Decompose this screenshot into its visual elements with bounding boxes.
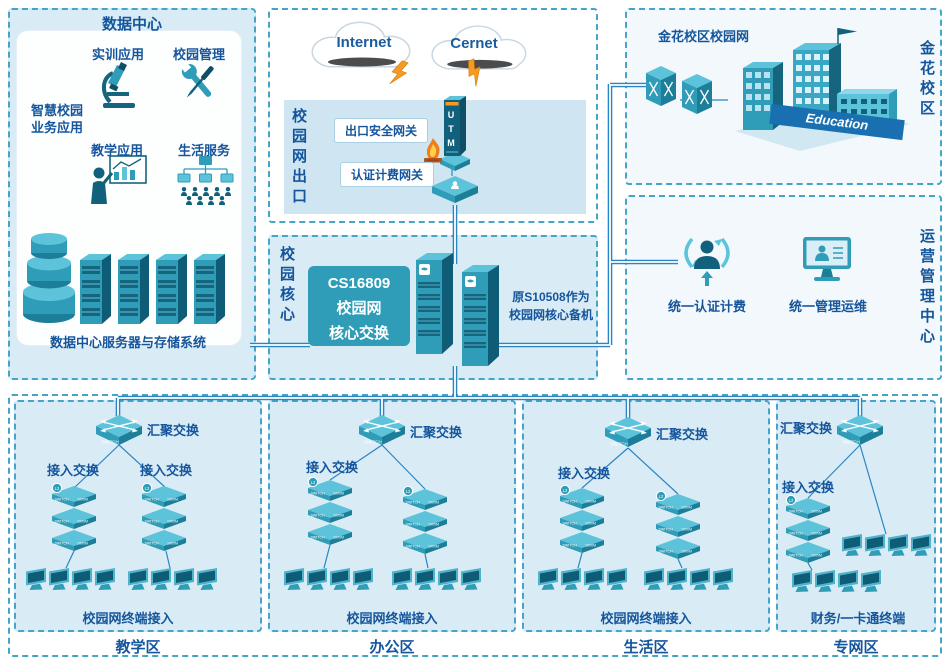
panel-ops-center <box>625 195 942 380</box>
zone-teaching <box>14 400 262 632</box>
app-life-label: 生活服务 <box>177 143 231 158</box>
zone-name-teaching: 教学区 <box>115 639 161 656</box>
datacenter-card <box>16 30 242 346</box>
servers-caption: 数据中心服务器与存储系统 <box>49 335 207 350</box>
security-gateway-label: 出口安全网关 <box>334 118 429 143</box>
backup-note: 原S10508作为 校园网核心备机 <box>508 290 594 322</box>
jinhua-title: 金花校区校园网 <box>658 29 750 44</box>
agg-label-z2: 汇聚交换 <box>410 425 463 440</box>
internet-label: Internet <box>336 34 392 51</box>
utm-label: UTM <box>446 110 456 152</box>
core-side-label: 校园核心 <box>278 246 295 326</box>
cernet-label: Cernet <box>450 35 498 52</box>
auth-billing-label: 统一认证计费 <box>667 299 747 314</box>
core-model: CS16809 <box>327 275 391 292</box>
smart-campus-label-2: 业务应用 <box>30 120 84 135</box>
app-training-label: 实训应用 <box>91 47 145 62</box>
agg-label-z3: 汇聚交换 <box>656 427 709 442</box>
zone-name-living: 生活区 <box>623 639 669 656</box>
access-label-z1a: 接入交换 <box>46 463 100 478</box>
exit-side-label: 校园网出口 <box>290 108 307 208</box>
terminal-label-z3: 校园网终端接入 <box>600 611 692 626</box>
zone-name-office: 办公区 <box>369 639 415 656</box>
access-label-z1b: 接入交换 <box>139 463 193 478</box>
exit-inner-box <box>284 100 586 214</box>
zone-living <box>522 400 770 632</box>
zone-name-private: 专网区 <box>833 639 879 656</box>
core-switch-box: CS16809 校园网 核心交换 <box>308 266 410 346</box>
smart-campus-label-1: 智慧校园 <box>30 103 84 118</box>
core-line3: 核心交换 <box>328 324 389 342</box>
mgmt-ops-label: 统一管理运维 <box>788 299 868 314</box>
terminal-label-z4: 财务/一卡通终端 <box>810 611 906 626</box>
access-label-z3: 接入交换 <box>557 466 611 481</box>
ops-side-label: 运营管理中心 <box>918 228 935 348</box>
terminal-label-z2: 校园网终端接入 <box>346 611 438 626</box>
access-label-z4: 接入交换 <box>781 480 835 495</box>
zone-office <box>268 400 516 632</box>
jinhua-side-label: 金花校区 <box>918 40 935 120</box>
access-label-z2: 接入交换 <box>305 460 359 475</box>
app-management-label: 校园管理 <box>172 47 226 62</box>
billing-gateway-label: 认证计费网关 <box>340 162 435 187</box>
app-teaching-label: 教学应用 <box>90 143 144 158</box>
agg-label-z1: 汇聚交换 <box>147 423 200 438</box>
terminal-label-z1: 校园网终端接入 <box>82 611 174 626</box>
agg-label-z4: 汇聚交换 <box>780 421 833 436</box>
datacenter-title: 数据中心 <box>101 16 163 33</box>
core-line2: 校园网 <box>336 299 382 317</box>
